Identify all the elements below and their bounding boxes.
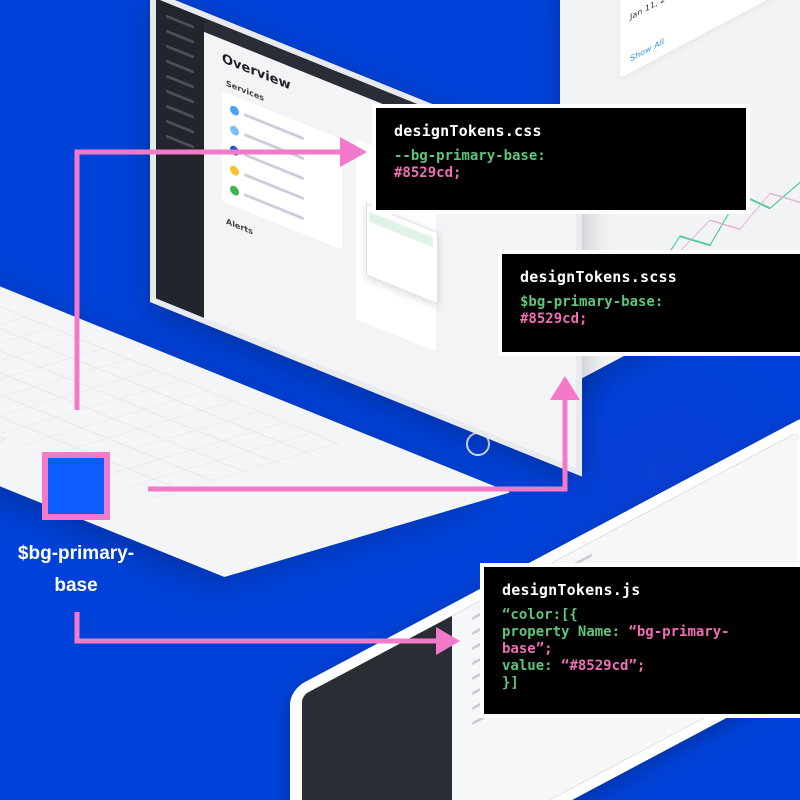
css-token-key: --bg-primary-base: bbox=[394, 148, 546, 164]
scss-token-key: $bg-primary-base: bbox=[520, 294, 664, 310]
transactions-card: Jan 11, 2019$3606Bob's Sp Jan 11, 2019$3… bbox=[620, 0, 800, 79]
service-icon bbox=[230, 104, 239, 117]
app-sidebar bbox=[156, 0, 204, 318]
service-icon bbox=[230, 184, 239, 197]
scss-token-panel: designTokens.scss $bg-primary-base: #852… bbox=[498, 250, 800, 356]
js-token-panel: designTokens.js “color:[{ property Name:… bbox=[480, 563, 800, 718]
transaction-row: Jan 11, 2019$3606Bob's Sp bbox=[630, 0, 681, 22]
show-all-link[interactable]: Show All bbox=[630, 36, 665, 64]
service-icon bbox=[230, 144, 239, 157]
js-line-3: base”; bbox=[502, 641, 553, 657]
js-line-2: property Name: “bg-primary- bbox=[502, 624, 730, 640]
service-icon bbox=[230, 164, 239, 177]
service-icon bbox=[230, 124, 239, 137]
alerts-heading: Alerts bbox=[226, 216, 253, 237]
scss-filename: designTokens.scss bbox=[520, 268, 677, 286]
css-filename: designTokens.css bbox=[394, 122, 542, 140]
arrow-to-js bbox=[74, 612, 440, 644]
css-token-value: #8529cd; bbox=[394, 165, 462, 181]
js-line-1: “color:[{ bbox=[502, 607, 578, 623]
js-filename: designTokens.js bbox=[502, 581, 641, 599]
css-token-panel: designTokens.css --bg-primary-base: #852… bbox=[372, 104, 750, 214]
scss-token-value: #8529cd; bbox=[520, 311, 588, 327]
js-line-5: }] bbox=[502, 675, 519, 691]
color-swatch bbox=[42, 452, 110, 520]
js-line-4: value: “#8529cd”; bbox=[502, 658, 646, 674]
token-name-label: $bg-primary- base bbox=[17, 543, 135, 596]
